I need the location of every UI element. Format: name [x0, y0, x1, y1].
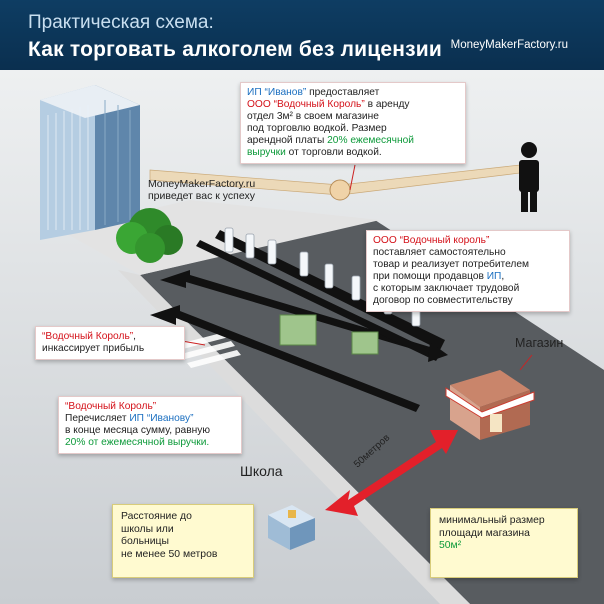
- text-provides: предоставляет: [306, 87, 380, 98]
- text-rent: арендной платы: [247, 135, 328, 146]
- payment-box: “Водочный Король” Перечисляет ИП “Иванов…: [58, 396, 242, 454]
- school-icon: [268, 505, 315, 550]
- area-rule-l3: 50м²: [439, 540, 462, 551]
- payment-line4: 20% от ежемесячной выручки.: [65, 437, 210, 448]
- text-vodka-sales: от торговли водкой.: [285, 147, 382, 158]
- handshake-icon: [329, 179, 351, 201]
- ooo-vk-label: ООО “Водочный Король”: [247, 99, 365, 110]
- supply-ip: ИП: [486, 271, 502, 282]
- text-department: отдел 3м² в своем магазине: [247, 111, 379, 122]
- collection-company: “Водочный Король”: [42, 331, 134, 342]
- page-title: Как торговать алкоголем без лицензии: [28, 38, 442, 61]
- page-subtitle: Практическая схема:: [28, 12, 214, 33]
- ip-ivanov-label: ИП “Иванов”: [247, 87, 307, 98]
- supply-line2: поставляет самостоятельно: [373, 247, 506, 258]
- shop-icon: [445, 370, 535, 440]
- payment-company: “Водочный Король”: [65, 401, 157, 412]
- money-stacks: [279, 314, 379, 355]
- success-note: MoneyMakerFactory.ru приведет вас к успе…: [148, 178, 255, 202]
- collection-text: инкассирует прибыль: [42, 343, 145, 354]
- bush-icon: [116, 208, 183, 263]
- distance-rule-l2: школы или: [121, 523, 174, 535]
- collection-comma: ,: [133, 331, 136, 342]
- school-label: Школа: [240, 463, 283, 479]
- distance-arrow: [325, 430, 458, 516]
- area-rule-l2: площади магазина: [439, 527, 530, 539]
- area-rule-l1: минимальный размер: [439, 515, 545, 526]
- supply-box: ООО “Водочный король” поставляет самосто…: [366, 230, 570, 312]
- text-vodka-trade: под торговлю водкой. Размер: [247, 123, 387, 134]
- site-link[interactable]: MoneyMakerFactory.ru: [450, 39, 568, 51]
- header-bar: Практическая схема: Как торговать алкого…: [0, 0, 604, 70]
- supply-comma: ,: [501, 271, 505, 282]
- distance-rule-l4: не менее 50 метров: [121, 548, 218, 560]
- person-icon: [519, 142, 539, 212]
- supply-line6: договор по совместительству: [373, 295, 513, 306]
- area-rule-box: минимальный размер площади магазина 50м²: [430, 508, 578, 578]
- distance-rule-l3: больницы: [121, 536, 169, 547]
- vodka-bottles: [224, 227, 421, 327]
- text-rent-percent: 20% ежемесячной: [327, 135, 414, 146]
- payment-line3: в конце месяца сумму, равную: [65, 425, 210, 436]
- distance-rule-l1: Расстояние до: [121, 511, 192, 522]
- supply-line4: при помощи продавцов: [373, 271, 487, 282]
- supply-company: ООО “Водочный король”: [373, 235, 490, 246]
- success-note-text: приведет вас к успеху: [148, 190, 255, 202]
- shop-label: Магазин: [515, 336, 564, 350]
- crosswalk: [175, 332, 241, 368]
- text-revenue: выручки: [247, 147, 286, 158]
- distance-rule-box: Расстояние до школы или больницы не мене…: [112, 504, 254, 578]
- collection-box: “Водочный Король”, инкассирует прибыль: [35, 326, 185, 360]
- payment-line2: Перечисляет: [65, 413, 130, 424]
- supply-line5: с которым заключает трудовой: [373, 283, 520, 294]
- success-note-site[interactable]: MoneyMakerFactory.ru: [148, 178, 256, 190]
- office-building: [40, 85, 140, 240]
- payment-ip: ИП “Иванову”: [129, 413, 194, 424]
- supply-line3: товар и реализует потребителем: [373, 259, 530, 270]
- text-lease: в аренду: [364, 99, 410, 110]
- lease-terms-box: ИП “Иванов” предоставляет ООО “Водочный …: [240, 82, 466, 164]
